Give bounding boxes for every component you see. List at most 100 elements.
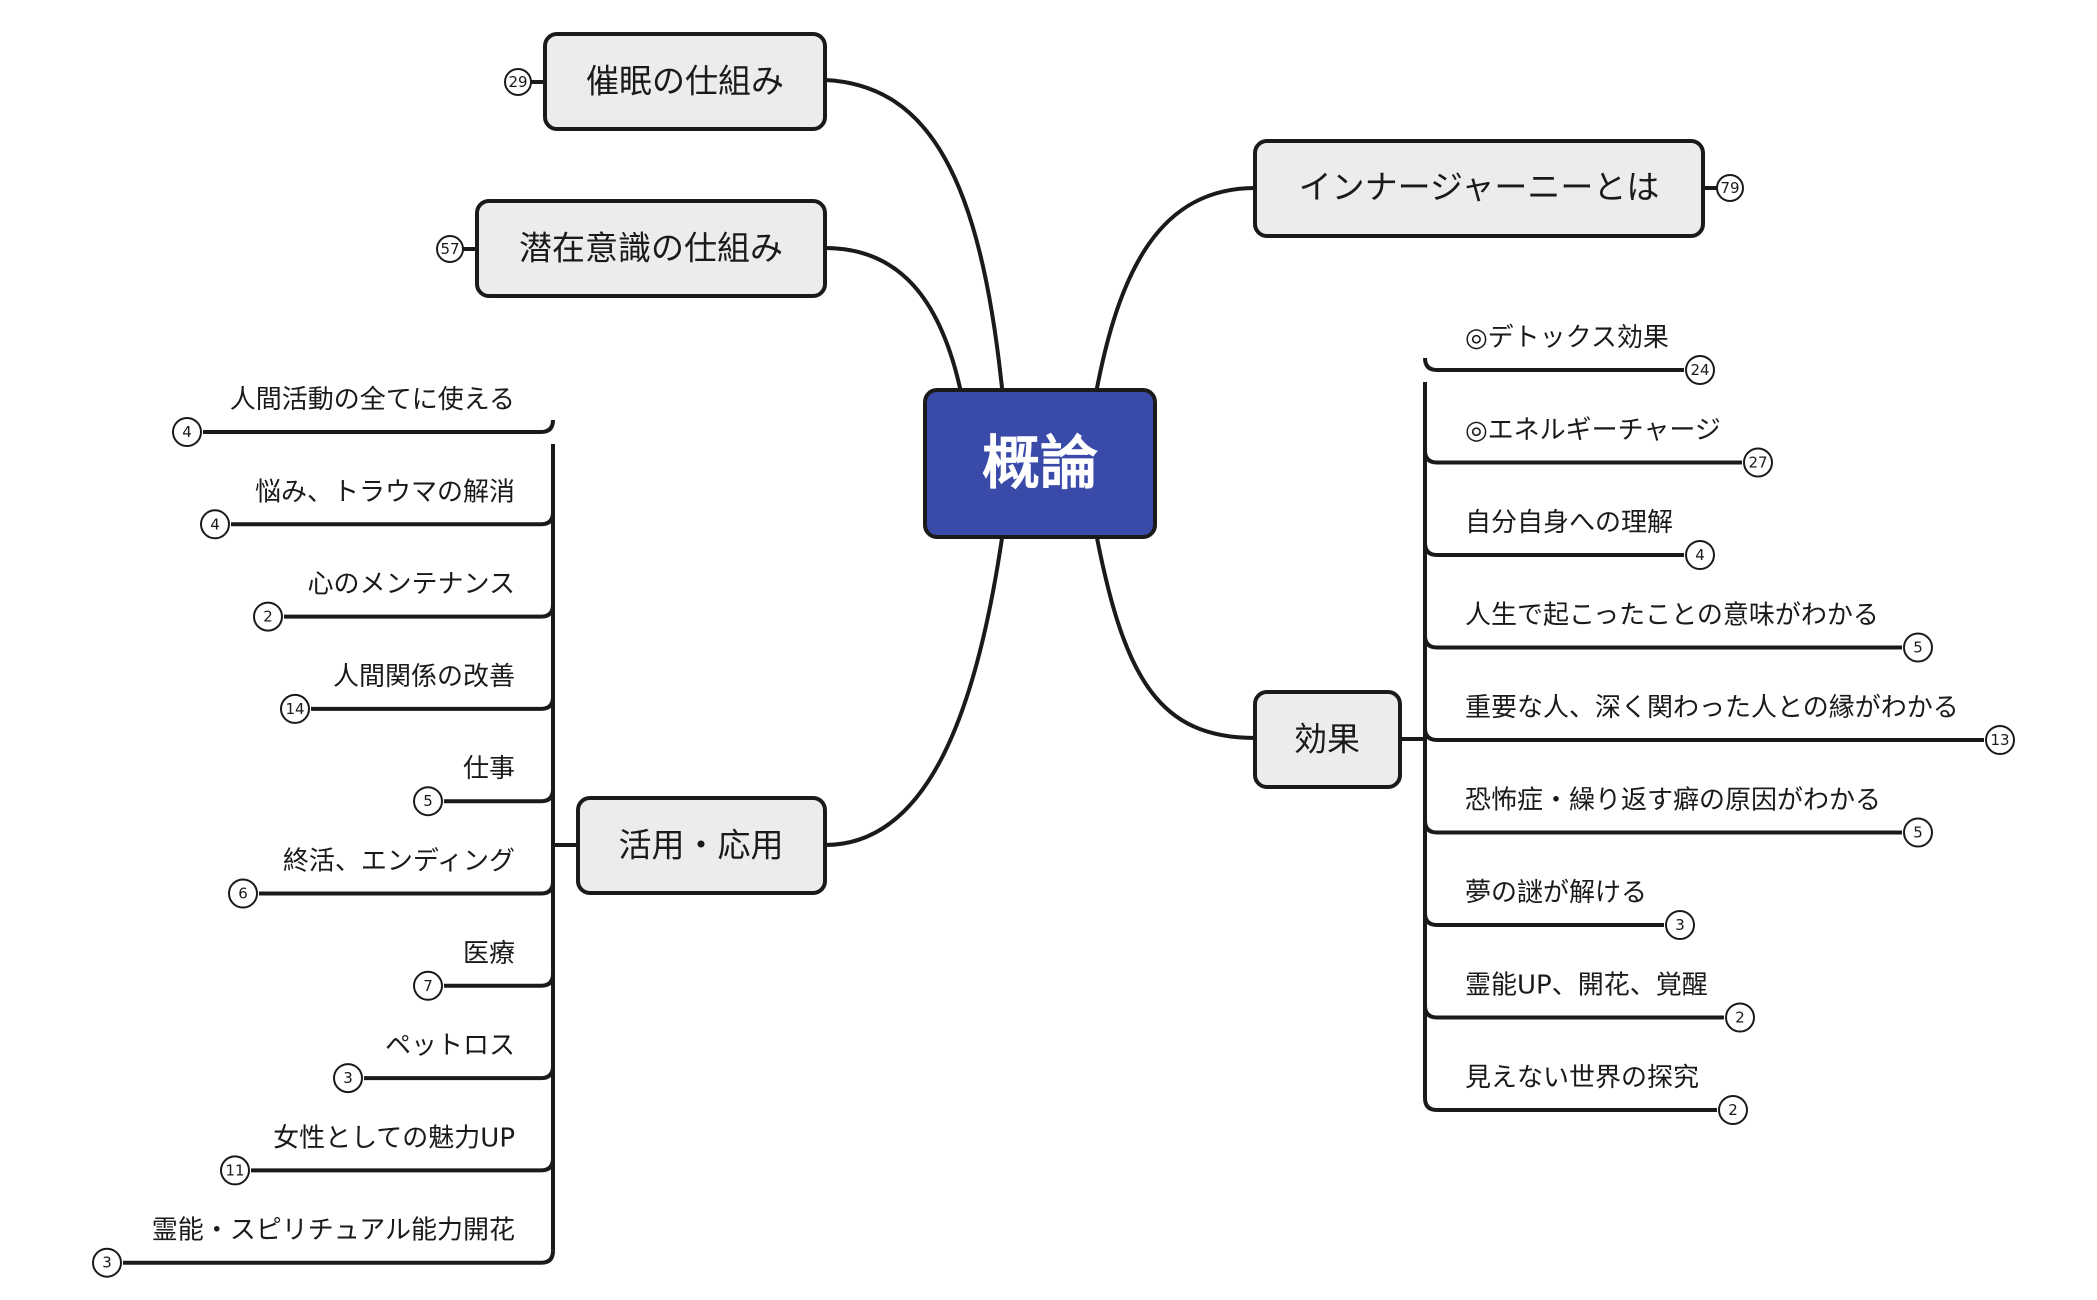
applications-item-label: 人間関係の改善 bbox=[333, 662, 515, 692]
applications-item[interactable]: 女性としての魅力UP 11 bbox=[220, 1123, 555, 1186]
effects-item[interactable]: 夢の謎が解ける 3 bbox=[1423, 878, 1695, 940]
effects-item-count: 2 bbox=[1728, 1101, 1738, 1119]
effects-item-line bbox=[1423, 727, 1984, 742]
effects-item[interactable]: 霊能UP、開花、覚醒2 bbox=[1423, 971, 1755, 1033]
effects-count-badge[interactable]: 5 bbox=[1903, 817, 1933, 848]
topic-effects[interactable]: 効果 bbox=[1253, 690, 1402, 789]
connector-inner-journey bbox=[1095, 186, 1257, 390]
applications-count-badge[interactable]: 11 bbox=[220, 1155, 250, 1186]
applications-item-line bbox=[284, 604, 555, 619]
applications-count-badge[interactable]: 3 bbox=[333, 1063, 363, 1094]
effects-item[interactable]: 自分自身への理解 4 bbox=[1423, 508, 1715, 570]
applications-item-count: 3 bbox=[343, 1069, 353, 1087]
effects-item-count: 2 bbox=[1735, 1009, 1745, 1027]
applications-item-line bbox=[311, 696, 555, 711]
count-badge-hypnosis[interactable]: 29 bbox=[504, 68, 532, 96]
center-label: 概論 bbox=[982, 429, 1098, 497]
applications-item[interactable]: 医療 7 bbox=[413, 939, 555, 1001]
topic-applications-label: 活用・応用 bbox=[619, 826, 784, 865]
effects-count-badge[interactable]: 3 bbox=[1665, 910, 1695, 940]
effects-item-label: 夢の謎が解ける bbox=[1465, 878, 1647, 908]
applications-count-badge[interactable]: 5 bbox=[413, 786, 443, 817]
topic-subconscious[interactable]: 潜在意識の仕組み bbox=[475, 199, 827, 298]
main-connectors bbox=[823, 78, 1257, 847]
topic-inner-journey[interactable]: インナージャーニーとは bbox=[1253, 139, 1705, 238]
applications-item-count: 4 bbox=[182, 423, 192, 441]
effects-item-line bbox=[1423, 820, 1902, 835]
count-badge-inner-journey[interactable]: 79 bbox=[1716, 174, 1744, 202]
effects-count-badge[interactable]: 24 bbox=[1685, 355, 1715, 385]
effects-item-line bbox=[1423, 1097, 1717, 1112]
count-badge-subconscious[interactable]: 57 bbox=[436, 235, 464, 263]
effects-item[interactable]: ◎エネルギーチャージ 27 bbox=[1423, 416, 1773, 478]
effects-item-count: 24 bbox=[1690, 361, 1709, 379]
effects-count-badge[interactable]: 5 bbox=[1903, 632, 1933, 663]
applications-count-badge[interactable]: 7 bbox=[413, 970, 443, 1001]
center-node[interactable]: 概論 bbox=[923, 388, 1157, 539]
applications-item[interactable]: 心のメンテナンス 2 bbox=[253, 570, 555, 632]
effects-count-badge[interactable]: 27 bbox=[1743, 447, 1773, 478]
topic-inner-journey-label: インナージャーニーとは bbox=[1299, 168, 1660, 207]
effects-count-badge[interactable]: 2 bbox=[1725, 1002, 1755, 1033]
applications-item-count: 6 bbox=[238, 885, 248, 903]
effects-item-label: 重要な人、深く関わった人との縁がわかる bbox=[1465, 693, 1959, 723]
applications-item[interactable]: 仕事 5 bbox=[413, 754, 555, 817]
applications-item-count: 3 bbox=[102, 1254, 112, 1272]
effects-item-line bbox=[1423, 1005, 1724, 1020]
applications-item-line bbox=[231, 512, 555, 527]
applications-item-count: 2 bbox=[263, 608, 273, 626]
applications-item[interactable]: 霊能・スピリチュアル能力開花 3 bbox=[92, 1216, 555, 1278]
effects-item-count: 27 bbox=[1748, 454, 1767, 472]
applications-item-label: 心のメンテナンス bbox=[308, 570, 515, 600]
effects-item[interactable]: 重要な人、深く関わった人との縁がわかる 13 bbox=[1423, 693, 2015, 755]
effects-item-label: ◎エネルギーチャージ bbox=[1465, 416, 1721, 446]
effects-item[interactable]: 人生で起こったことの意味がわかる 5 bbox=[1423, 601, 1933, 663]
applications-count-badge[interactable]: 6 bbox=[228, 878, 258, 909]
applications-item-label: 医療 bbox=[463, 939, 515, 969]
effects-count-badge[interactable]: 4 bbox=[1685, 540, 1715, 570]
applications-count-badge[interactable]: 4 bbox=[200, 509, 230, 540]
applications-item-line bbox=[444, 973, 555, 988]
applications-item-line bbox=[259, 881, 555, 896]
connector-effects bbox=[1095, 536, 1257, 740]
effects-item-label: 人生で起こったことの意味がわかる bbox=[1465, 601, 1879, 631]
applications-item-line bbox=[203, 419, 555, 434]
effects-item-line bbox=[1423, 635, 1902, 650]
applications-item-label: 霊能・スピリチュアル能力開花 bbox=[152, 1216, 515, 1246]
topic-hypnosis-label: 催眠の仕組み bbox=[586, 62, 784, 101]
applications-item-line bbox=[123, 1250, 555, 1265]
applications-item-count: 14 bbox=[285, 700, 304, 718]
effects-item-count: 13 bbox=[1990, 731, 2009, 749]
topic-hypnosis[interactable]: 催眠の仕組み bbox=[543, 32, 827, 131]
effects-item[interactable]: 恐怖症・繰り返す癖の原因がわかる 5 bbox=[1423, 786, 1933, 848]
count-hypnosis: 29 bbox=[508, 73, 527, 91]
applications-item[interactable]: 人間関係の改善 14 bbox=[280, 662, 555, 724]
applications-item-label: 女性としての魅力UP bbox=[273, 1123, 515, 1153]
applications-item-count: 7 bbox=[423, 977, 433, 995]
effects-item-label: 自分自身への理解 bbox=[1465, 508, 1673, 538]
effects-item-line bbox=[1423, 357, 1684, 372]
effects-item-line bbox=[1423, 912, 1664, 927]
applications-count-badge[interactable]: 3 bbox=[92, 1247, 122, 1278]
applications-item-count: 11 bbox=[225, 1161, 244, 1179]
applications-count-badge[interactable]: 14 bbox=[280, 693, 310, 724]
applications-item-label: 仕事 bbox=[463, 754, 515, 784]
applications-item-line bbox=[251, 1158, 555, 1173]
effects-count-badge[interactable]: 13 bbox=[1985, 725, 2015, 755]
connector-subconscious bbox=[823, 246, 962, 390]
effects-item-label: 恐怖症・繰り返す癖の原因がわかる bbox=[1465, 786, 1881, 816]
applications-count-badge[interactable]: 2 bbox=[253, 601, 283, 632]
topic-applications[interactable]: 活用・応用 bbox=[576, 796, 827, 895]
count-inner-journey: 79 bbox=[1720, 179, 1739, 197]
applications-count-badge[interactable]: 4 bbox=[172, 417, 202, 447]
effects-count-badge[interactable]: 2 bbox=[1718, 1095, 1748, 1125]
applications-item-line bbox=[364, 1065, 555, 1081]
